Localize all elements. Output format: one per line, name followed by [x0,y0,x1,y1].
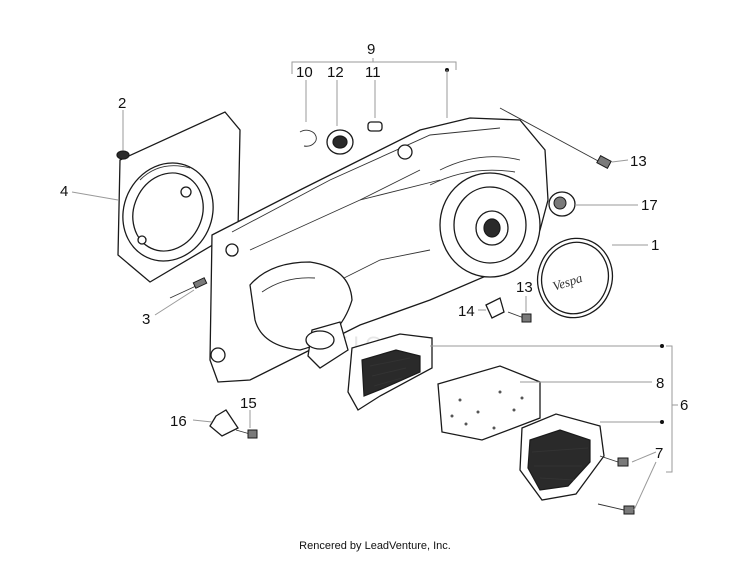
label-15: 15 [240,395,257,412]
label-10: 10 [296,64,313,81]
main-transmission-cover [209,117,549,383]
label-1: 1 [651,237,659,254]
grommet-part-17 [548,191,576,217]
label-4: 4 [60,183,68,200]
grille-cover [519,413,605,501]
label-6: 6 [680,397,688,414]
clip-part-14 [485,297,505,319]
label-16: 16 [170,413,187,430]
label-2: 2 [118,95,126,112]
label-9: 9 [367,41,375,58]
label-3: 3 [142,311,150,328]
bolt-part-13-upper [499,107,612,170]
label-13-lower: 13 [516,279,533,296]
dowel-part-11 [367,121,383,132]
intake-housing-part-6 [347,333,433,411]
emblem-cover-part-1: Vespa [536,237,614,319]
filter-element-part-8 [437,365,541,441]
bolt-part-13-lower [507,311,532,323]
label-14: 14 [458,303,475,320]
label-12: 12 [327,64,344,81]
label-11: 11 [365,64,381,81]
screws-part-7 [597,455,635,515]
label-8: 8 [656,375,664,392]
bearing-part-12 [326,129,354,155]
label-7: 7 [655,445,663,462]
bracket-part-16 [209,409,239,437]
circlip-part-10 [299,129,317,147]
bolt-part-15 [235,429,258,439]
label-17: 17 [641,197,658,214]
label-13-upper: 13 [630,153,647,170]
screw-part-3 [169,277,208,299]
footer-credit: Rencered by LeadVenture, Inc. [299,540,451,552]
